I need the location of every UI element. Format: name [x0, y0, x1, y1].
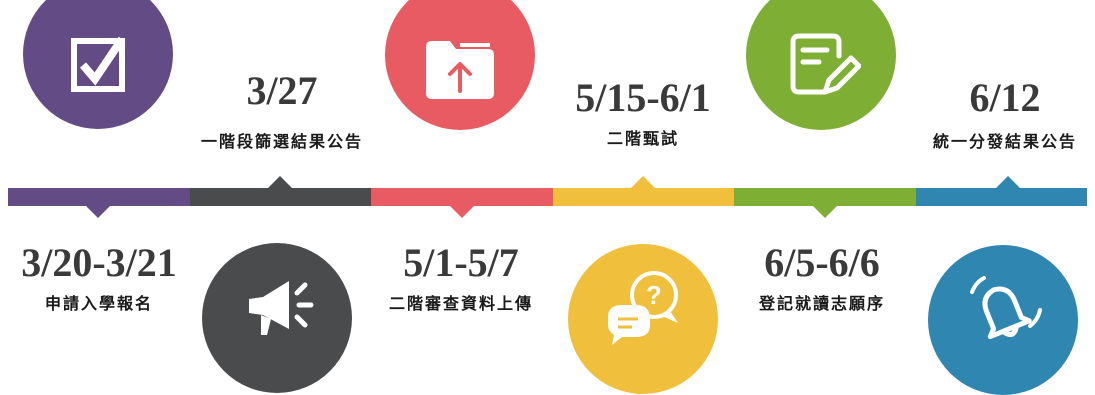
timeline-notch-3 [450, 206, 474, 218]
milestone-5-label: 登記就讀志願序 [758, 296, 885, 313]
milestone-6-date: 6/12 [969, 75, 1041, 120]
timeline-segment-1 [8, 188, 190, 206]
timeline-notch-2 [268, 176, 292, 188]
timeline-segment-5 [734, 188, 916, 206]
timeline-notch-6 [996, 176, 1020, 188]
timeline-segment-2 [190, 188, 371, 206]
document-edit-icon [790, 33, 861, 95]
timeline-segment-4 [553, 188, 734, 206]
timeline-segment-6 [916, 188, 1087, 206]
timeline-notch-4 [631, 176, 655, 188]
checkbox-icon [71, 36, 126, 92]
milestone-1-label: 申請入學報名 [44, 296, 153, 313]
milestone-2-label: 一階段篩選結果公告 [200, 134, 363, 151]
timeline-segment-3 [371, 188, 553, 206]
milestone-1-circle [23, 0, 173, 129]
milestone-5-date: 6/5-6/6 [764, 240, 880, 285]
milestone-4-circle: ? [568, 244, 718, 394]
question-chat-icon: ? [608, 271, 678, 345]
milestone-2-circle [202, 243, 352, 393]
timeline-notch-5 [813, 206, 837, 218]
svg-text:?: ? [646, 280, 662, 310]
milestone-3-date: 5/1-5/7 [403, 240, 519, 285]
milestone-5-circle [746, 0, 896, 130]
milestone-6-label: 統一分發結果公告 [932, 134, 1077, 151]
milestone-3-label: 二階審查資料上傳 [388, 296, 533, 313]
milestone-1-date: 3/20-3/21 [21, 240, 177, 285]
milestone-4-date: 5/15-6/1 [575, 75, 711, 120]
bell-icon [970, 276, 1042, 340]
folder-upload-icon [426, 41, 494, 99]
milestone-2-date: 3/27 [246, 68, 318, 113]
milestone-6-circle [928, 245, 1078, 395]
megaphone-icon [249, 281, 314, 335]
timeline-notch-1 [86, 206, 110, 218]
milestone-4-label: 二階甄試 [606, 131, 679, 148]
milestone-3-circle [385, 0, 535, 130]
